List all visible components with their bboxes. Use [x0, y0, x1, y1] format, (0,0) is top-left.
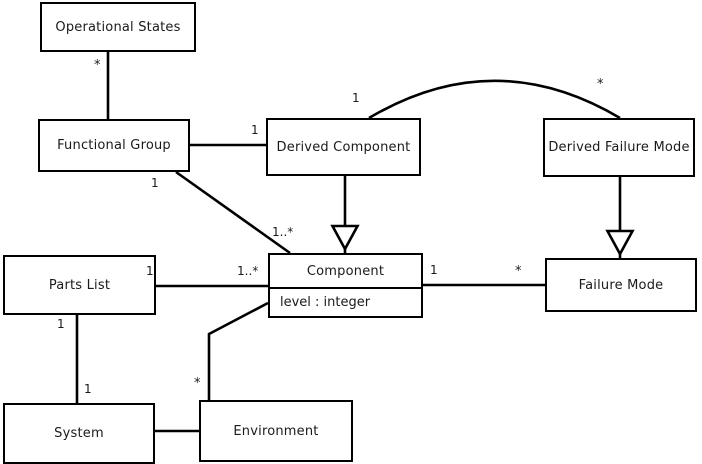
- multiplicity-derivedfm-arc-star: *: [597, 77, 604, 92]
- multiplicity-partslist-system-one: 1: [57, 317, 65, 331]
- class-name-component: Component: [306, 263, 385, 279]
- class-name-derived-failure-mode: Derived Failure Mode: [548, 140, 690, 155]
- multiplicity-environment-star: *: [194, 376, 201, 391]
- class-name-failure-mode: Failure Mode: [578, 277, 664, 293]
- class-name-system: System: [54, 426, 104, 441]
- class-name-derived-component: Derived Component: [276, 139, 411, 155]
- class-attribute: level : integer: [280, 295, 371, 310]
- multiplicity-system-partslist-one: 1: [84, 382, 92, 396]
- multiplicity-comp-fm-star: *: [515, 264, 522, 279]
- uml-class-operational-states[interactable]: Operational States: [40, 2, 196, 52]
- uml-class-component[interactable]: Component level : integer: [268, 253, 423, 318]
- uml-class-system[interactable]: System: [3, 403, 155, 464]
- uml-class-functional-group[interactable]: Functional Group: [38, 119, 190, 172]
- multiplicity-partslist-one: 1: [146, 264, 154, 278]
- multiplicity-fg-component-one: 1: [151, 176, 159, 190]
- uml-class-parts-list[interactable]: Parts List: [3, 255, 156, 315]
- edge-environment-to-component: [207, 301, 269, 400]
- class-name-operational-states: Operational States: [55, 19, 181, 35]
- multiplicity-derivedcomp-arc-one: 1: [352, 91, 360, 105]
- class-name-functional-group: Functional Group: [57, 138, 171, 153]
- multiplicity-partslist-comp-many: 1..*: [237, 264, 259, 278]
- edge-derivedcomponent-to-derivedfailuremode-arc: [368, 79, 621, 120]
- edge-functionalgroup-to-component: [175, 170, 291, 255]
- multiplicity-opstates-fg-star: *: [94, 58, 101, 73]
- multiplicity-fg-component-manyone: 1..*: [272, 225, 294, 239]
- uml-class-derived-failure-mode[interactable]: Derived Failure Mode: [543, 118, 695, 177]
- class-name-environment: Environment: [233, 423, 319, 439]
- generalization-arrowhead: [605, 229, 635, 257]
- uml-class-failure-mode[interactable]: Failure Mode: [545, 258, 697, 312]
- uml-class-environment[interactable]: Environment: [199, 400, 353, 462]
- multiplicity-comp-fm-one: 1: [430, 263, 438, 277]
- multiplicity-fg-derivedcomp-one: 1: [251, 123, 259, 137]
- generalization-arrowhead: [330, 224, 360, 252]
- class-name-parts-list: Parts List: [48, 277, 111, 293]
- uml-class-derived-component[interactable]: Derived Component: [266, 118, 421, 176]
- class-attributes-component: level : integer: [270, 287, 421, 316]
